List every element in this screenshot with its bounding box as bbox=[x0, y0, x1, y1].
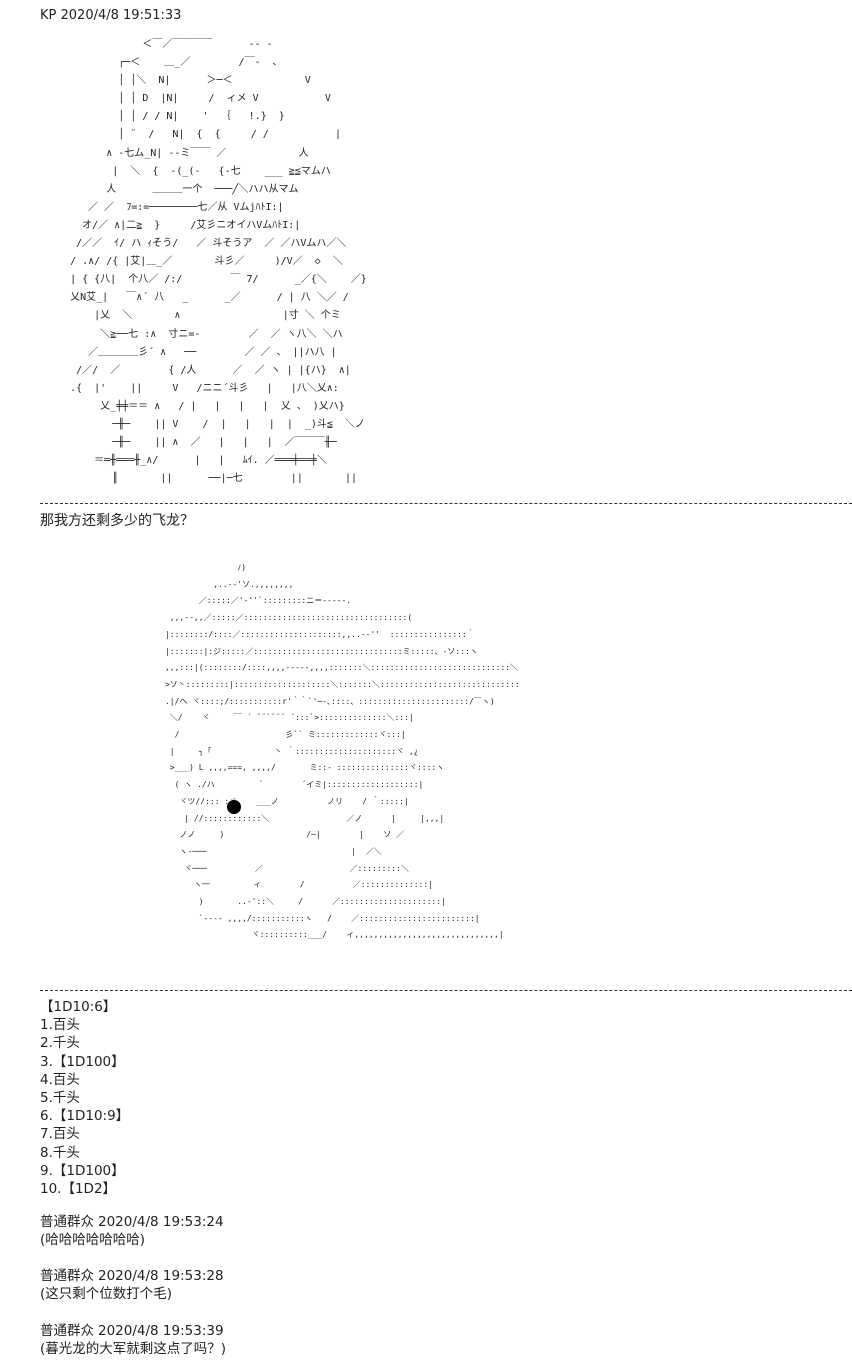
roll-list: 【1D10:6】 1.百头 2.千头 3.【1D100】 4.百头 5.千头 6… bbox=[40, 998, 129, 1198]
ascii-art-top: ＜￣／￣￣￣￣ -- - ┌─＜ ＿_／ /￣- ､ │ │＼ N| ＞─＜ V… bbox=[70, 39, 367, 485]
list-item: 10.【1D2】 bbox=[40, 1181, 117, 1198]
reply-author: 普通群众 bbox=[40, 1323, 94, 1339]
reply-text: (暮光龙的大军就剩这点了吗？) bbox=[40, 1341, 227, 1357]
list-item: 4.百头 bbox=[40, 1071, 80, 1088]
list-item: 8.千头 bbox=[40, 1144, 80, 1161]
reply-timestamp: 2020/4/8 19:53:39 bbox=[98, 1323, 224, 1339]
eye-dot-icon bbox=[227, 800, 241, 814]
list-item: 2.千头 bbox=[40, 1035, 80, 1052]
list-item: 7.百头 bbox=[40, 1126, 80, 1143]
reply-timestamp: 2020/4/8 19:53:24 bbox=[98, 1214, 224, 1230]
list-item: 9.【1D100】 bbox=[40, 1162, 125, 1179]
list-item: 5.千头 bbox=[40, 1090, 80, 1107]
ascii-art-face: ﾉ) ,..-‐'ソ.,,,,,,,, ／:::::／'‐''`::::::::… bbox=[164, 563, 520, 940]
reply-author: 普通群众 bbox=[40, 1268, 94, 1284]
list-item: 【1D10:6】 bbox=[40, 999, 117, 1015]
post-header: KP 2020/4/8 19:51:33 bbox=[40, 8, 181, 24]
post-timestamp: 2020/4/8 19:51:33 bbox=[60, 8, 182, 23]
reply-text: (这只剩个位数打个毛) bbox=[40, 1286, 173, 1302]
list-item: 6.【1D10:9】 bbox=[40, 1108, 130, 1125]
list-item: 1.百头 bbox=[40, 1017, 80, 1034]
reply-author: 普通群众 bbox=[40, 1214, 94, 1230]
post-author: KP bbox=[40, 8, 57, 23]
reply-timestamp: 2020/4/8 19:53:28 bbox=[98, 1268, 224, 1284]
reply-text: (哈哈哈哈哈哈哈) bbox=[40, 1232, 146, 1248]
dashed-divider bbox=[40, 503, 852, 504]
list-item: 3.【1D100】 bbox=[40, 1053, 125, 1070]
dashed-divider bbox=[40, 990, 852, 991]
question-text: 那我方还剩多少的飞龙？ bbox=[40, 513, 194, 529]
